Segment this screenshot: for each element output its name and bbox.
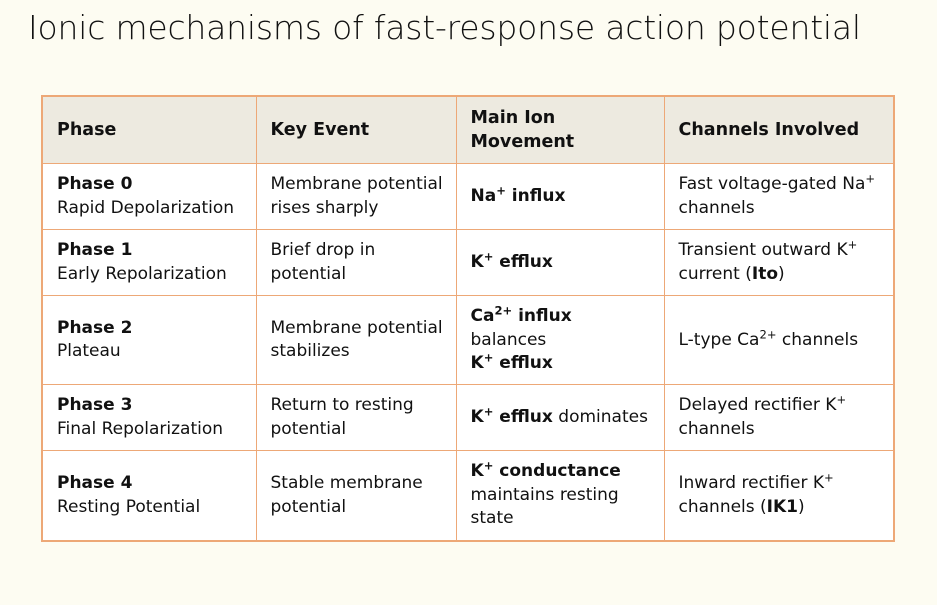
phase-title: Phase 0 [57, 174, 133, 195]
cell-main-ion-movement: Na+ influx [455, 163, 665, 231]
column-header-phase: Phase [41, 95, 257, 165]
phase-table-container: Phase Key Event Main Ion Movement Channe… [41, 95, 895, 542]
phase-title: Phase 3 [57, 395, 133, 416]
column-header-key-event: Key Event [255, 95, 457, 165]
phase-subtitle: Final Repolarization [57, 418, 224, 439]
table-row: Phase 2 Plateau Membrane potential stabili… [41, 295, 895, 386]
cell-key-event: Stable membrane potential [255, 450, 457, 542]
phase-table: Phase Key Event Main Ion Movement Channe… [41, 95, 895, 542]
cell-channels-involved: Delayed rectifier K+ channels [663, 384, 895, 452]
cell-main-ion-movement: K+ efflux dominates [455, 384, 665, 452]
cell-key-event: Membrane potential stabilizes [255, 295, 457, 386]
cell-channels-involved: Transient outward K+ current (Ito) [663, 229, 895, 297]
cell-main-ion-movement: K+ efflux [455, 229, 665, 297]
phase-title: Phase 2 [57, 317, 133, 338]
cell-key-event: Return to resting potential [255, 384, 457, 452]
phase-subtitle: Rapid Depolarization [57, 197, 235, 218]
cell-channels-involved: L-type Ca2+ channels [663, 295, 895, 386]
cell-key-event: Membrane potential rises sharply [255, 163, 457, 231]
column-header-channels-involved: Channels Involved [663, 95, 895, 165]
cell-key-event: Brief drop in potential [255, 229, 457, 297]
phase-subtitle: Resting Potential [57, 496, 201, 517]
column-header-main-ion-movement: Main Ion Movement [455, 95, 665, 165]
phase-subtitle: Plateau [57, 341, 121, 362]
table-header: Phase Key Event Main Ion Movement Channe… [41, 95, 895, 165]
phase-subtitle: Early Repolarization [57, 263, 227, 284]
cell-channels-involved: Inward rectifier K+ channels (IK1) [663, 450, 895, 542]
table-header-row: Phase Key Event Main Ion Movement Channe… [41, 95, 895, 165]
cell-channels-involved: Fast voltage-gated Na+ channels [663, 163, 895, 231]
cell-phase: Phase 2 Plateau [41, 295, 257, 386]
page-title: Ionic mechanisms of fast-response action… [28, 8, 861, 47]
phase-title: Phase 1 [57, 240, 133, 261]
phase-title: Phase 4 [57, 473, 133, 494]
